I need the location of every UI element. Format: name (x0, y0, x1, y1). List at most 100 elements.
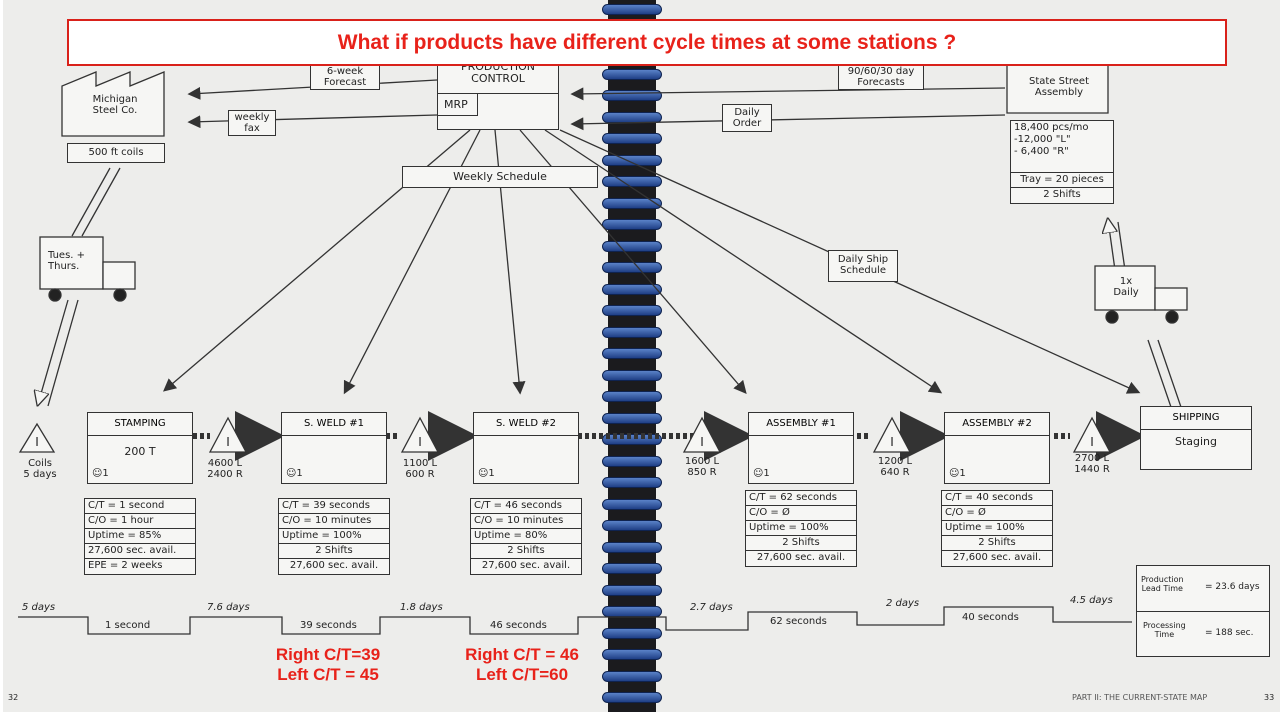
slide-title: What if products have different cycle ti… (67, 19, 1227, 66)
process-data-cell: 27,600 sec. avail. (952, 552, 1042, 563)
inventory-label: 2700 L 1440 R (1074, 453, 1110, 475)
process-equipment: 200 T (124, 445, 156, 458)
binding-ring (602, 262, 662, 273)
process-box: S. WELD #2 ☺1 (473, 412, 579, 484)
process-data-cell: Uptime = 100% (746, 521, 856, 536)
weld2-note: Right C/T = 46 Left C/T=60 (465, 645, 579, 684)
process-data-cell: 27,600 sec. avail. (481, 560, 571, 571)
binding-ring (602, 197, 662, 209)
truck-in-icon (39, 236, 136, 302)
process-name: SHIPPING (1141, 407, 1251, 430)
binding-ring (602, 219, 662, 230)
timeline-seconds: 1 second (105, 620, 151, 631)
process-data-cell: 2 Shifts (746, 536, 856, 551)
svg-text:I: I (700, 435, 704, 449)
process-data-cell: C/T = 62 seconds (746, 491, 856, 506)
lead-time-summary: Production Lead Time = 23.6 days Process… (1136, 565, 1270, 657)
production-control-box: PRODUCTION CONTROL MRP (437, 58, 559, 130)
binding-ring (602, 498, 662, 510)
process-data-cell: Uptime = 80% (471, 529, 581, 544)
truck-out-icon (1094, 265, 1188, 324)
binding-ring (602, 412, 662, 424)
binding-ring (602, 154, 662, 166)
binding-ring (602, 90, 662, 101)
process-data-cell: 27,600 sec. avail. (85, 544, 195, 559)
timeline-days: 5 days (22, 602, 56, 613)
binding-ring (602, 133, 662, 144)
binding-ring (602, 4, 662, 15)
page-number-right: 33 (1264, 693, 1275, 702)
binding-ring (602, 348, 662, 359)
svg-text:I: I (418, 435, 422, 449)
operator-icon: ☺1 (286, 468, 303, 479)
process-box: S. WELD #1☺1 (281, 412, 387, 484)
process-data-cell: 27,600 sec. avail. (756, 552, 846, 563)
process-name: STAMPING (88, 413, 192, 436)
process-name: ASSEMBLY #2 (945, 413, 1049, 436)
binding-ring (602, 584, 662, 596)
process-data-cell: C/T = 39 seconds (279, 499, 389, 514)
truck-in-label: Tues. + Thurs. (48, 250, 86, 272)
forecast-90-60-30: 90/60/30 day Forecasts (838, 64, 924, 90)
binding-ring (602, 176, 662, 187)
customer-data-box: 18,400 pcs/mo -12,000 "L" - 6,400 "R" Tr… (1010, 120, 1114, 204)
process-data-cell: Uptime = 85% (85, 529, 195, 544)
inventory-label: 1200 L 640 R (877, 456, 913, 478)
binding-ring (602, 563, 662, 574)
process-data-cell: Uptime = 100% (279, 529, 389, 544)
weekly-fax: weekly fax (228, 110, 276, 136)
inventory-label: 1600 L 850 R (684, 456, 720, 478)
process-data-cell: Uptime = 100% (942, 521, 1052, 536)
inventory-label: Coils 5 days (23, 458, 57, 480)
process-data-cell: C/O = 10 minutes (279, 514, 389, 529)
timeline-days: 1.8 days (400, 602, 443, 613)
process-name: S. WELD #2 (474, 413, 578, 436)
svg-text:I: I (1090, 435, 1094, 449)
svg-text:I: I (35, 435, 39, 449)
page-footer-right: PART II: THE CURRENT-STATE MAP (1072, 693, 1208, 702)
operator-icon: ☺1 (753, 468, 770, 479)
process-name: ASSEMBLY #1 (749, 413, 853, 436)
truck-out-label: 1x Daily (1113, 276, 1139, 298)
binding-ring (602, 477, 662, 488)
binding-ring (602, 627, 662, 639)
binding-ring (602, 649, 662, 660)
page-number-left: 32 (8, 693, 19, 702)
supplier-factory-icon (61, 71, 165, 137)
arrow-from-customer-forecast (570, 87, 1006, 101)
timeline-seconds: 62 seconds (770, 616, 827, 627)
process-data-cell: C/T = 1 second (85, 499, 195, 514)
binding-ring (602, 305, 662, 316)
binding-ring (602, 326, 662, 338)
weekly-schedule: Weekly Schedule (402, 166, 598, 188)
inventory-label: 1100 L 600 R (402, 458, 438, 480)
processing-time-label: Processing Time (1143, 621, 1186, 639)
processing-time-row: Processing Time = 188 sec. (1137, 612, 1269, 656)
operator-icon: ☺1 (478, 468, 495, 479)
timeline-days: 4.5 days (1070, 595, 1113, 606)
timeline-days: 2.7 days (690, 602, 733, 613)
binding-ring (602, 520, 662, 531)
binding-ring (602, 670, 662, 682)
timeline-seconds: 40 seconds (962, 612, 1019, 623)
binding-ring (602, 369, 662, 381)
timeline-days: 7.6 days (207, 602, 250, 613)
timeline-ladder (18, 606, 1132, 635)
process-data-cell: EPE = 2 weeks (88, 560, 163, 571)
lead-time-row: Production Lead Time = 23.6 days (1137, 566, 1269, 612)
binding-ring (602, 541, 662, 553)
process-data-cell: C/O = 1 hour (85, 514, 195, 529)
inventory-triangle-icon (1072, 416, 1112, 453)
customer-tray: Tray = 20 pieces (1011, 173, 1113, 188)
daily-order: Daily Order (722, 104, 772, 132)
mrp-label: MRP (438, 94, 478, 116)
binding-ring (602, 455, 662, 467)
